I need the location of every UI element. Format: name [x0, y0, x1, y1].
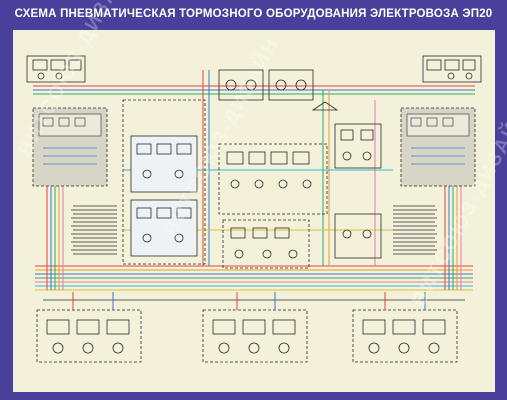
left-hatching	[71, 205, 117, 255]
bogie-group-left	[36, 309, 142, 363]
pipe-bundle-bottom	[35, 265, 473, 301]
top-left-cab-instruments	[26, 55, 86, 83]
center-main-panel	[218, 143, 328, 269]
diagram-board	[13, 30, 495, 392]
left-control-panel	[32, 107, 108, 187]
right-hatching	[393, 205, 437, 255]
pneumatic-scheme	[26, 55, 482, 363]
pipe-bundle-top	[33, 85, 475, 95]
poster-title: СХЕМА ПНЕВМАТИЧЕСКАЯ ТОРМОЗНОГО ОБОРУДОВ…	[14, 8, 493, 20]
right-control-panel	[400, 107, 476, 187]
bogie-group-right	[352, 309, 458, 363]
center-top-valves	[218, 69, 339, 111]
bottom-connectors	[72, 292, 426, 310]
center-right-group	[334, 123, 382, 259]
bogie-group-center	[202, 309, 308, 363]
center-brake-panel-left	[122, 99, 206, 265]
top-right-cab-instruments	[422, 55, 482, 83]
